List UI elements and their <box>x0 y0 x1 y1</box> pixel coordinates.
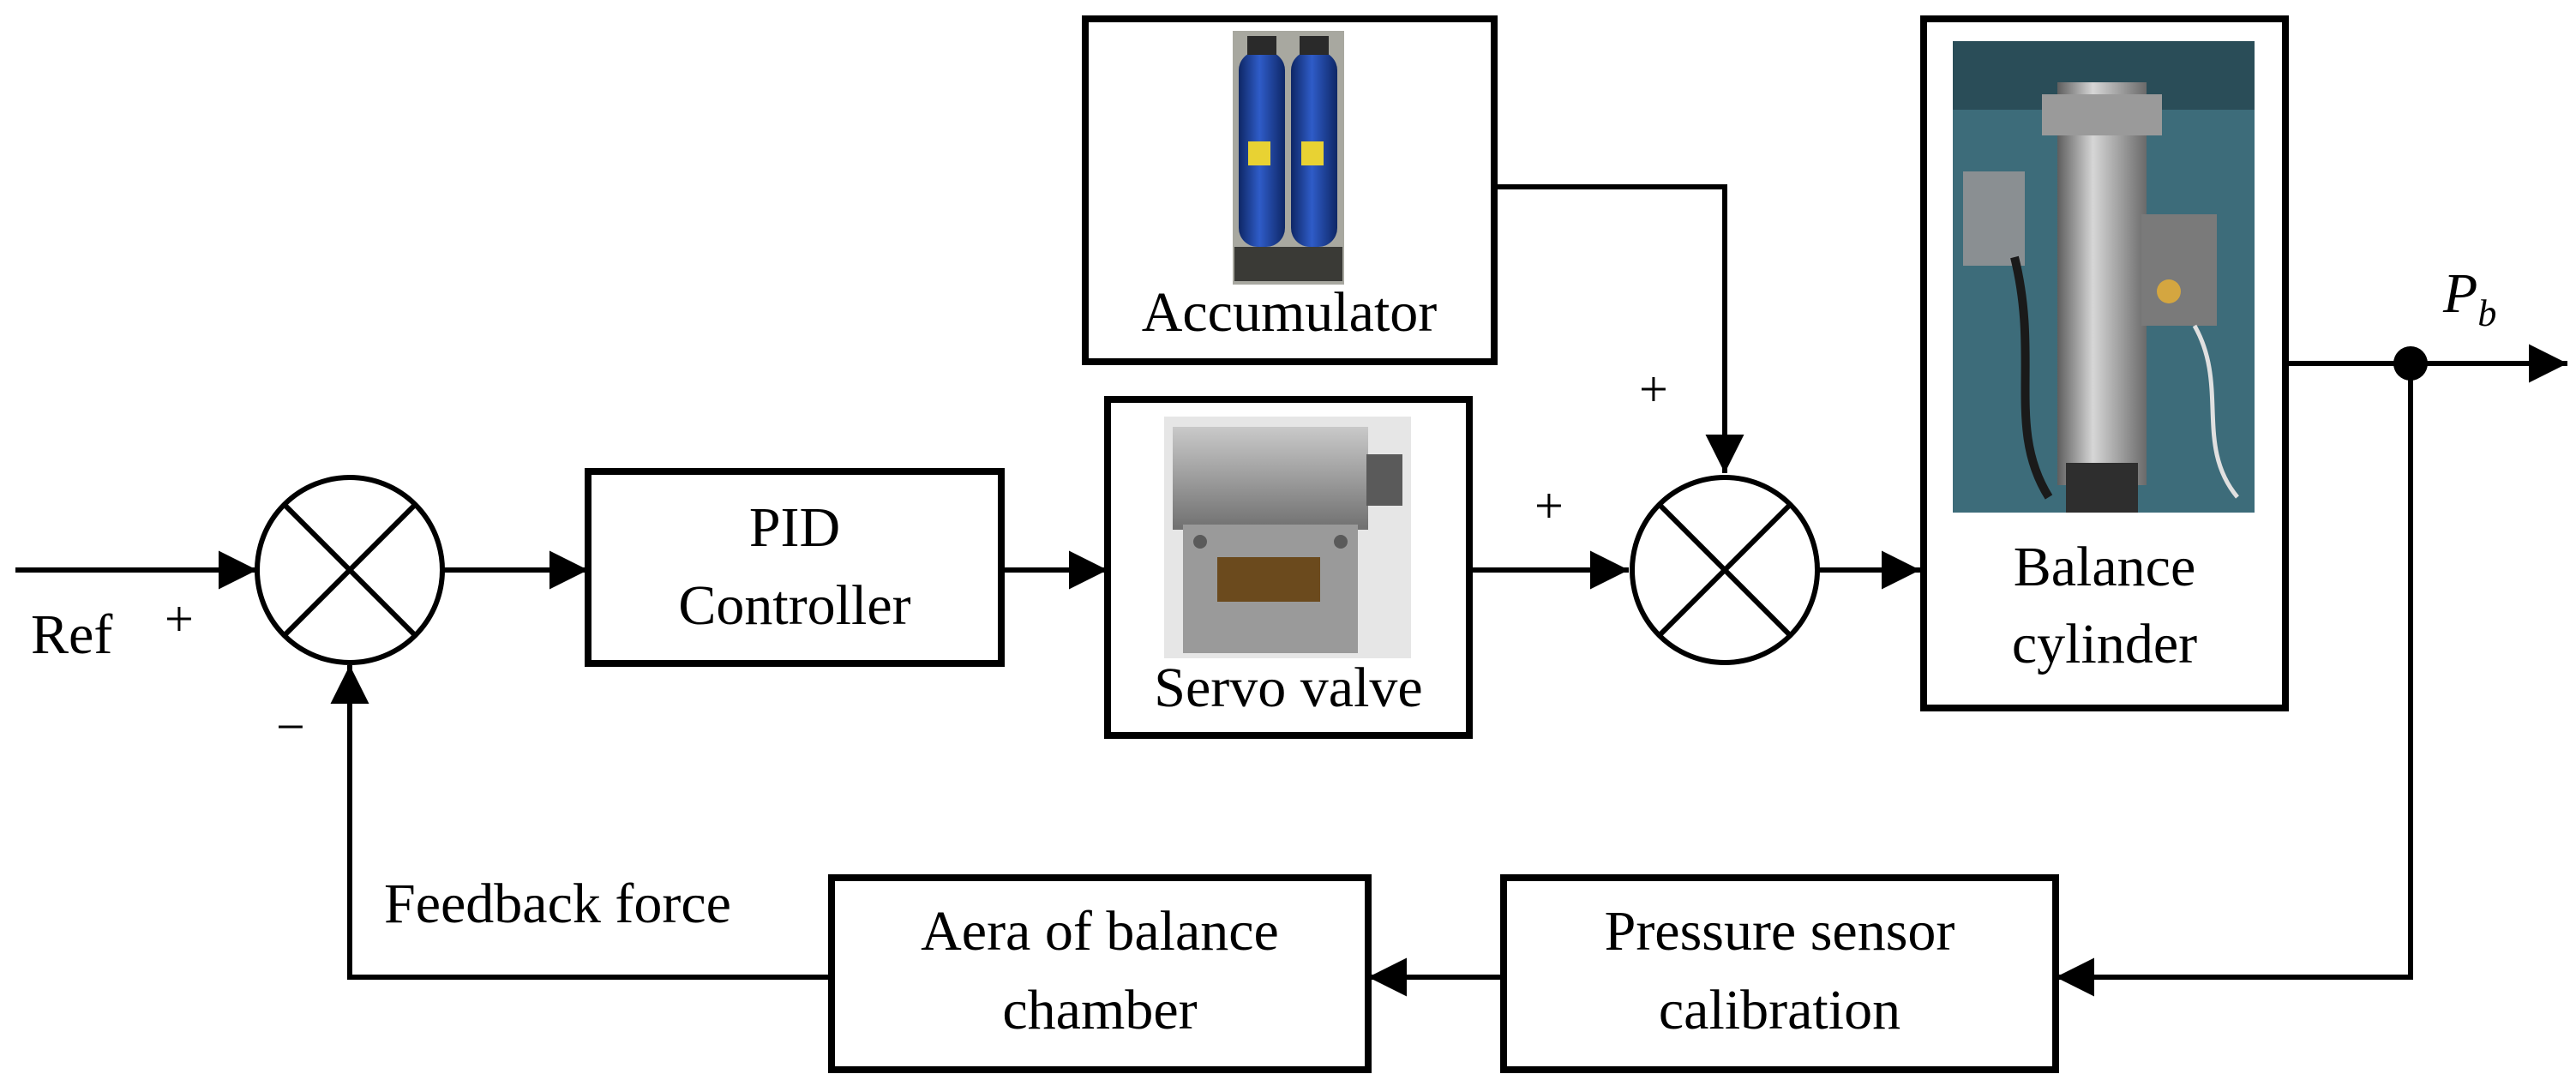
accumulator-to-sum2-arrow <box>1494 184 1744 473</box>
summing-junction-reference <box>255 475 445 665</box>
balance-label-line1: Balance <box>2014 536 2196 598</box>
accumulator-label: Accumulator <box>1142 281 1438 344</box>
pressure-feedback-arrow <box>2056 363 2413 997</box>
feedback-force-arrow <box>330 665 832 980</box>
aera-label-line2: chamber <box>1002 979 1197 1041</box>
aera-label-line1: Aera of balance <box>921 900 1279 963</box>
servo-valve-label: Servo valve <box>1154 657 1422 719</box>
ref-label: Ref <box>31 603 112 666</box>
branch-point <box>2393 346 2428 381</box>
balance-cylinder-photo-icon <box>1953 41 2255 513</box>
pressure-label-line2: calibration <box>1659 979 1900 1041</box>
output-pb-label: Pb <box>2442 262 2496 334</box>
balance-label-line2: cylinder <box>2012 613 2197 675</box>
accumulator-plus-sign: + <box>1639 361 1668 417</box>
pressure-label-line1: Pressure sensor <box>1605 900 1955 963</box>
accumulator-photo-icon <box>1233 31 1344 285</box>
pid-label-line2: Controller <box>678 574 910 637</box>
signal-wires <box>15 184 2567 997</box>
output-subscript: b <box>2477 292 2496 334</box>
feedback-minus-sign: − <box>276 699 305 755</box>
servo-valve-block: Servo valve <box>1104 396 1473 739</box>
balance-cylinder-block: Balance cylinder <box>1920 15 2289 711</box>
pressure-sensor-calibration-block: Pressure sensor calibration <box>1500 874 2059 1073</box>
output-symbol: P <box>2442 262 2477 325</box>
feedback-force-label: Feedback force <box>384 873 731 935</box>
pid-controller-block: PID Controller <box>585 468 1005 667</box>
servo-valve-photo-icon <box>1164 417 1411 658</box>
accumulator-block: Accumulator <box>1082 15 1498 365</box>
ref-plus-sign: + <box>165 591 194 647</box>
pid-label-line1: PID <box>749 496 840 559</box>
summing-junction-flow <box>1630 475 1820 665</box>
servo-plus-sign: + <box>1534 477 1564 534</box>
aera-balance-chamber-block: Aera of balance chamber <box>828 874 1372 1073</box>
